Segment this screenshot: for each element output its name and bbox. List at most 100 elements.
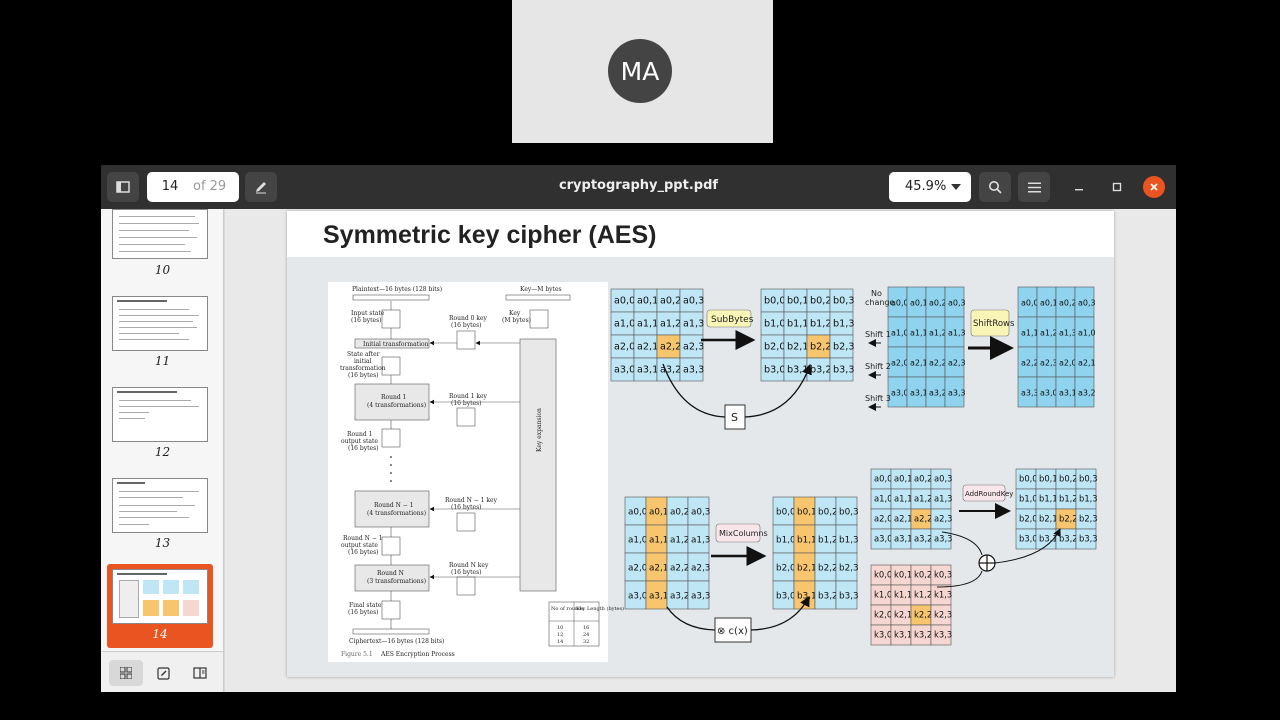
- subbytes-output-cell-label: b0,3: [833, 295, 855, 306]
- close-button[interactable]: [1143, 176, 1165, 198]
- menu-button[interactable]: [1018, 172, 1050, 202]
- mixcolumns-output-cell-label: b3,3: [839, 591, 859, 601]
- table-cell: 32: [583, 639, 589, 645]
- roundN-key-label: Round N key: [449, 562, 489, 569]
- mixcolumns-input-cell-label: a3,1: [649, 591, 668, 601]
- addroundkey-state-cell-label: a1,3: [934, 493, 952, 503]
- sbox-label: S: [731, 411, 738, 424]
- no-change-label: No: [871, 289, 882, 298]
- mixcolumns-input-cell-label: a3,2: [670, 591, 689, 601]
- addroundkey-output-cell-label: b1,3: [1079, 493, 1098, 503]
- round1-output-label-2: output state: [341, 438, 378, 445]
- figure-caption-number: Figure 5.1: [341, 651, 373, 658]
- shiftrows-label: ShiftRows: [973, 319, 1015, 329]
- thumbnails-tab[interactable]: [109, 660, 143, 686]
- search-icon: [989, 181, 1002, 194]
- annotate-button[interactable]: [245, 172, 277, 202]
- addroundkey-state-cell: [930, 528, 952, 550]
- addroundkey-output-cell-label: b2,3: [1079, 513, 1098, 523]
- subbytes-output-cell-label: b3,2: [810, 364, 832, 375]
- addroundkey-state-cell-label: a0,3: [934, 473, 952, 483]
- round1-key-label: Round 1 key: [449, 393, 488, 400]
- initial-transformation-label: Initial transformation: [363, 341, 429, 348]
- shiftrows-input-cell-label: a2,0: [891, 359, 909, 368]
- roundN1-key-label: Round N − 1 key: [445, 497, 498, 504]
- mixcolumns-input-cell-label: a3,3: [691, 591, 710, 601]
- addroundkey-output-cell-label: b2,2: [1059, 513, 1078, 523]
- sidebar-toggle-button[interactable]: [107, 172, 139, 202]
- maximize-icon: [1112, 182, 1122, 192]
- mixcolumns-input-cell-label: a2,2: [670, 563, 689, 573]
- grid-icon: [120, 667, 132, 679]
- shiftrows-input-cell-label: a1,2: [929, 329, 947, 338]
- mixcolumns-output-cell-label: b1,1: [797, 535, 817, 545]
- shiftrows-output-cell-label: a1,1: [1021, 329, 1039, 338]
- page-number-value[interactable]: 14: [161, 179, 179, 194]
- mixcolumns-input-cell-label: a0,0: [628, 507, 648, 517]
- search-button[interactable]: [979, 172, 1011, 202]
- roundN-sub: (3 transformations): [367, 578, 426, 585]
- shiftrows-output-cell-label: a2,1: [1078, 359, 1096, 368]
- page-thumbnail[interactable]: [112, 569, 208, 624]
- shiftrows-input-cell-label: a0,0: [891, 299, 909, 308]
- addroundkey-state-cell-label: a0,2: [914, 473, 932, 483]
- shiftrows-output-cell-label: a0,0: [1021, 299, 1039, 308]
- addroundkey-output-cell-label: b0,2: [1059, 473, 1078, 483]
- page-thumbnail[interactable]: [112, 296, 208, 351]
- subbytes-output-cell-label: b2,3: [833, 341, 855, 352]
- subbytes-input-cell-label: a1,1: [637, 318, 658, 329]
- table-cell: 12: [557, 632, 563, 638]
- addroundkey-key-cell-label: k0,1: [894, 569, 912, 579]
- input-state-label: Input state: [351, 310, 385, 317]
- mixcolumns-output-cell-label: b1,3: [839, 535, 859, 545]
- mixcolumns-input-cell-label: a1,1: [649, 535, 668, 545]
- edit-icon: [156, 666, 170, 680]
- addroundkey-output-cell-label: b1,0: [1019, 493, 1038, 503]
- addroundkey-state-cell-label: a3,2: [914, 533, 932, 543]
- state-after-sub: (16 bytes): [348, 372, 379, 379]
- state-after-label-2: initial: [354, 358, 372, 365]
- subbytes-input-cell-label: a0,3: [683, 295, 704, 306]
- addroundkey-output-cell: [1075, 528, 1097, 550]
- mixcolumns-input-cell-label: a2,0: [628, 563, 648, 573]
- subbytes-input-cell-label: a2,3: [683, 341, 704, 352]
- page-number-field[interactable]: 14 of 29: [147, 172, 239, 202]
- shiftrows-output-cell-label: a1,0: [1078, 329, 1096, 338]
- shift1-label: Shift 1: [865, 330, 891, 339]
- bookmarks-tab[interactable]: [183, 660, 217, 686]
- shiftrows-input-cell-label: a2,3: [948, 359, 966, 368]
- roundN1-label: Round N − 1: [374, 502, 414, 509]
- zoom-select[interactable]: 45.9%: [889, 172, 971, 202]
- addroundkey-key-cell-label: k0,2: [914, 569, 932, 579]
- key-box-label: Key: [509, 310, 521, 317]
- close-icon: [1150, 183, 1158, 191]
- round1-sub: (4 transformations): [367, 402, 426, 409]
- selected-thumbnail-highlight[interactable]: 14: [107, 564, 213, 648]
- round1-key-sub: (16 bytes): [451, 400, 482, 407]
- page-thumbnail[interactable]: [112, 387, 208, 442]
- subbytes-input-cell-label: a3,3: [683, 364, 704, 375]
- addroundkey-output-cell-label: b0,1: [1039, 473, 1058, 483]
- shiftrows-output-cell-label: a3,2: [1078, 389, 1096, 398]
- key-label: Key—M bytes: [520, 286, 562, 293]
- subbytes-input-cell-label: a2,0: [614, 341, 635, 352]
- mixcolumns-input-cell-label: a0,3: [691, 507, 710, 517]
- subbytes-input-cell-label: a0,2: [660, 295, 681, 306]
- annotations-tab[interactable]: [146, 660, 180, 686]
- mixcolumns-input-cell-label: a0,2: [670, 507, 689, 517]
- addroundkey-key-cell: [930, 624, 952, 646]
- roundN1-key-sub: (16 bytes): [451, 504, 482, 511]
- shiftrows-input-cell-label: a3,0: [891, 389, 909, 398]
- addroundkey-output-cell-label: b1,2: [1059, 493, 1078, 503]
- shiftrows-input-cell-label: a1,3: [948, 329, 966, 338]
- mixcolumns-input-cell-label: a3,0: [628, 591, 648, 601]
- final-state-sub: (16 bytes): [348, 609, 379, 616]
- page-thumbnail[interactable]: [112, 478, 208, 533]
- shiftrows-output-cell-label: a0,1: [1040, 299, 1058, 308]
- subbytes-output-cell-label: b2,0: [764, 341, 786, 352]
- page-thumbnail[interactable]: [112, 209, 208, 259]
- maximize-button[interactable]: [1106, 176, 1128, 198]
- subbytes-input-cell-label: a3,1: [637, 364, 658, 375]
- addroundkey-state-cell-label: a2,3: [934, 513, 952, 523]
- minimize-button[interactable]: [1068, 176, 1090, 198]
